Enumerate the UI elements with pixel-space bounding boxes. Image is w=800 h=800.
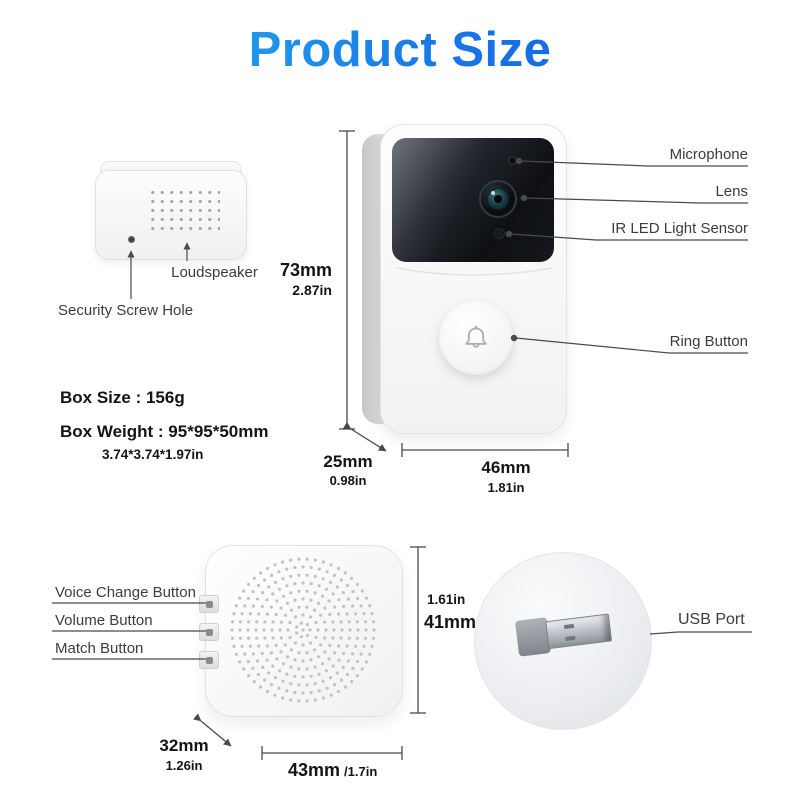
ring-button-label: Ring Button bbox=[669, 333, 748, 350]
chime-depth-mm: 32mm bbox=[159, 736, 209, 755]
voice-change-button bbox=[199, 595, 219, 613]
usb-port-label: USB Port bbox=[678, 611, 745, 628]
width-dim-in: 1.81in bbox=[487, 480, 525, 495]
ir-led-label: IR LED Light Sensor bbox=[611, 220, 748, 237]
chime-depth-in: 1.26in bbox=[165, 758, 203, 773]
chime-width-in: /1.7in bbox=[344, 764, 378, 779]
usb-plug-shield bbox=[545, 613, 613, 650]
box-size-text: Box Size : 156g bbox=[60, 388, 185, 407]
chime-height-in: 1.61in bbox=[427, 592, 466, 607]
depth-dim-in: 0.98in bbox=[329, 473, 367, 488]
security-screw-label: Security Screw Hole bbox=[58, 302, 194, 319]
chime-height-mm: 41mm bbox=[424, 612, 477, 632]
microphone-label: Microphone bbox=[669, 146, 748, 163]
box-weight-text: Box Weight : 95*95*50mm bbox=[60, 422, 269, 441]
microphone-icon bbox=[508, 156, 517, 165]
loudspeaker-grille bbox=[148, 188, 220, 236]
lens-label: Lens bbox=[715, 183, 748, 200]
volume-button bbox=[199, 623, 219, 641]
gear-icon bbox=[205, 656, 213, 664]
ir-sensor-icon bbox=[494, 228, 505, 239]
person-icon bbox=[205, 600, 213, 608]
height-dim-in: 2.87in bbox=[292, 282, 332, 298]
height-dim-mm: 73mm bbox=[279, 260, 332, 280]
match-label: Match Button bbox=[55, 640, 144, 657]
usb-plug-icon bbox=[501, 593, 629, 677]
speaker-icon bbox=[205, 628, 213, 636]
ring-button bbox=[439, 301, 513, 375]
width-dim-mm: 46mm bbox=[481, 458, 531, 477]
lens-highlight bbox=[491, 191, 495, 195]
volume-label: Volume Button bbox=[55, 612, 153, 629]
bell-icon bbox=[465, 325, 487, 348]
page-title: Product Size bbox=[0, 22, 800, 78]
security-screw-hole bbox=[128, 236, 135, 243]
match-button bbox=[199, 651, 219, 669]
loudspeaker-label: Loudspeaker bbox=[171, 264, 258, 281]
chime-width-mm: 43mm bbox=[288, 760, 341, 780]
bottom-chime-body bbox=[205, 545, 403, 717]
lens-core bbox=[494, 195, 502, 203]
voice-change-label: Voice Change Button bbox=[55, 584, 196, 601]
chime-width-dim: 43mm /1.7in bbox=[288, 760, 377, 781]
box-weight-in-text: 3.74*3.74*1.97in bbox=[102, 447, 204, 462]
depth-dim-mm: 25mm bbox=[323, 452, 373, 471]
doorbell-camera-panel bbox=[392, 138, 554, 262]
